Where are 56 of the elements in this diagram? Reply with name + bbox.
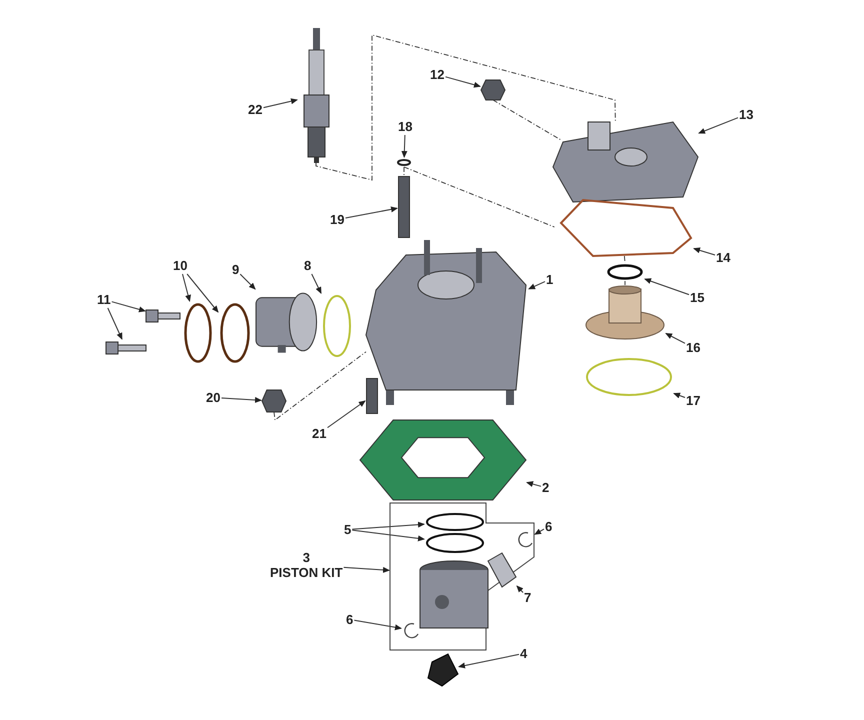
leader-line — [182, 274, 191, 302]
callout-number: 15 — [690, 290, 704, 305]
assembly-line — [624, 280, 626, 286]
callout-number: 14 — [716, 250, 730, 265]
leader-line — [698, 117, 738, 134]
leader-line — [693, 247, 716, 256]
leader-line — [401, 134, 408, 158]
leader-line — [240, 274, 256, 290]
callout-number: 3 — [302, 550, 311, 565]
leader-line — [644, 278, 690, 296]
callout-number: 20 — [206, 390, 220, 405]
callout-number: 5 — [344, 522, 352, 537]
assembly-line — [624, 256, 626, 264]
callout-number: 7 — [524, 590, 532, 605]
leader-line — [458, 654, 520, 668]
leader-line — [528, 281, 546, 290]
callout-number: 16 — [686, 340, 700, 355]
leader-line — [352, 522, 425, 530]
callout-number: 19 — [330, 212, 344, 227]
leader-line — [107, 308, 122, 340]
leader-line — [111, 301, 146, 312]
leader-line — [673, 392, 686, 398]
assembly-line — [274, 351, 366, 421]
callout-number: 6 — [545, 519, 552, 534]
callout-number: 8 — [304, 258, 312, 273]
assembly-line — [492, 100, 561, 140]
kit-label: PISTON KIT — [270, 565, 343, 580]
callout-number: 9 — [232, 262, 240, 277]
leader-line — [526, 481, 542, 487]
callout-number: 18 — [398, 119, 412, 134]
callout-number: 2 — [542, 480, 550, 495]
leader-line — [445, 76, 481, 88]
callout-number: 12 — [430, 67, 444, 82]
callout-number: 21 — [312, 426, 326, 441]
leader-line — [352, 530, 425, 542]
leader-line — [186, 274, 219, 313]
assembly-line — [316, 34, 616, 181]
leader-line — [345, 206, 398, 218]
assembly-line — [404, 166, 555, 228]
callout-number: 1 — [546, 272, 554, 287]
leader-line — [263, 98, 298, 108]
callout-number: 10 — [173, 258, 188, 273]
leader-line — [534, 528, 544, 535]
callout-number: 13 — [739, 107, 754, 122]
leader-line — [343, 566, 390, 573]
callout-number: 4 — [520, 646, 528, 661]
leader-line — [221, 396, 262, 403]
leader-line — [354, 620, 402, 630]
callout-number: 6 — [346, 612, 354, 627]
leader-line — [665, 333, 686, 344]
callout-number: 11 — [97, 292, 111, 307]
callout-number: 17 — [686, 393, 700, 408]
leader-line — [327, 400, 366, 428]
callout-number: 22 — [248, 102, 262, 117]
leader-line — [516, 585, 524, 593]
leader-line — [311, 274, 322, 294]
